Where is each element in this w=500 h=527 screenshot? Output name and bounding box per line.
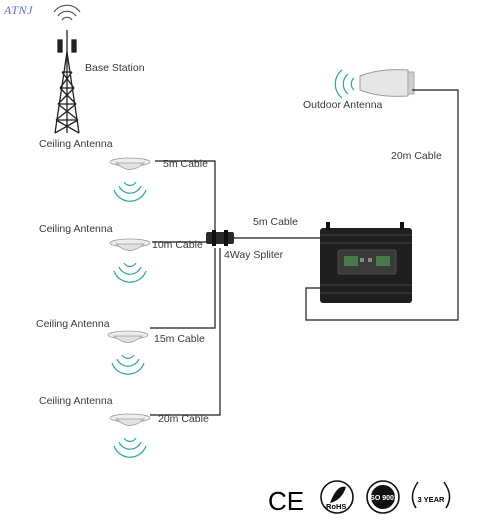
ceiling-antenna-icon [107,330,149,375]
svg-text:ISO 9001: ISO 9001 [368,495,398,502]
ceiling-cable-label: 10m Cable [152,239,203,251]
three-year-warranty-icon: 3 YEAR [411,481,451,509]
tower-signal-waves-icon [53,4,81,21]
ceiling-antenna-label: Ceiling Antenna [36,318,110,330]
outdoor-antenna-label: Outdoor Antenna [303,99,383,111]
cables [150,89,459,416]
iso-9001-icon: ISO 9001 [366,480,400,514]
ceiling-antenna-icon [109,413,151,458]
base-station-tower-icon [54,30,80,134]
svg-text:3 YEAR: 3 YEAR [418,495,446,504]
ceiling-cable-label: 15m Cable [154,333,205,345]
svg-text:CE: CE [268,486,304,516]
booster-cable-label: 5m Cable [253,216,298,228]
ceiling-antenna-label: Ceiling Antenna [39,395,113,407]
ceiling-antenna-icon [109,238,151,283]
svg-text:RoHS: RoHS [326,502,346,511]
outdoor-cable-label: 20m Cable [391,150,442,162]
outdoor-antenna-icon [334,69,415,99]
ceiling-antenna-icon [109,157,151,202]
repeater-device [320,222,412,303]
ceiling-cable-label: 5m Cable [163,158,208,170]
brand-watermark: ATNJ [4,3,33,17]
ceiling-antenna-label: Ceiling Antenna [39,138,113,150]
ceiling-antenna-label: Ceiling Antenna [39,223,113,235]
four-way-splitter-icon [206,230,234,246]
rohs-icon: RoHS [320,480,354,514]
splitter-label: 4Way Spliter [224,249,284,261]
base-station-label: Base Station [85,62,145,74]
ceiling-cable-label: 20m Cable [158,413,209,425]
ce-mark-icon: CE [268,486,304,516]
